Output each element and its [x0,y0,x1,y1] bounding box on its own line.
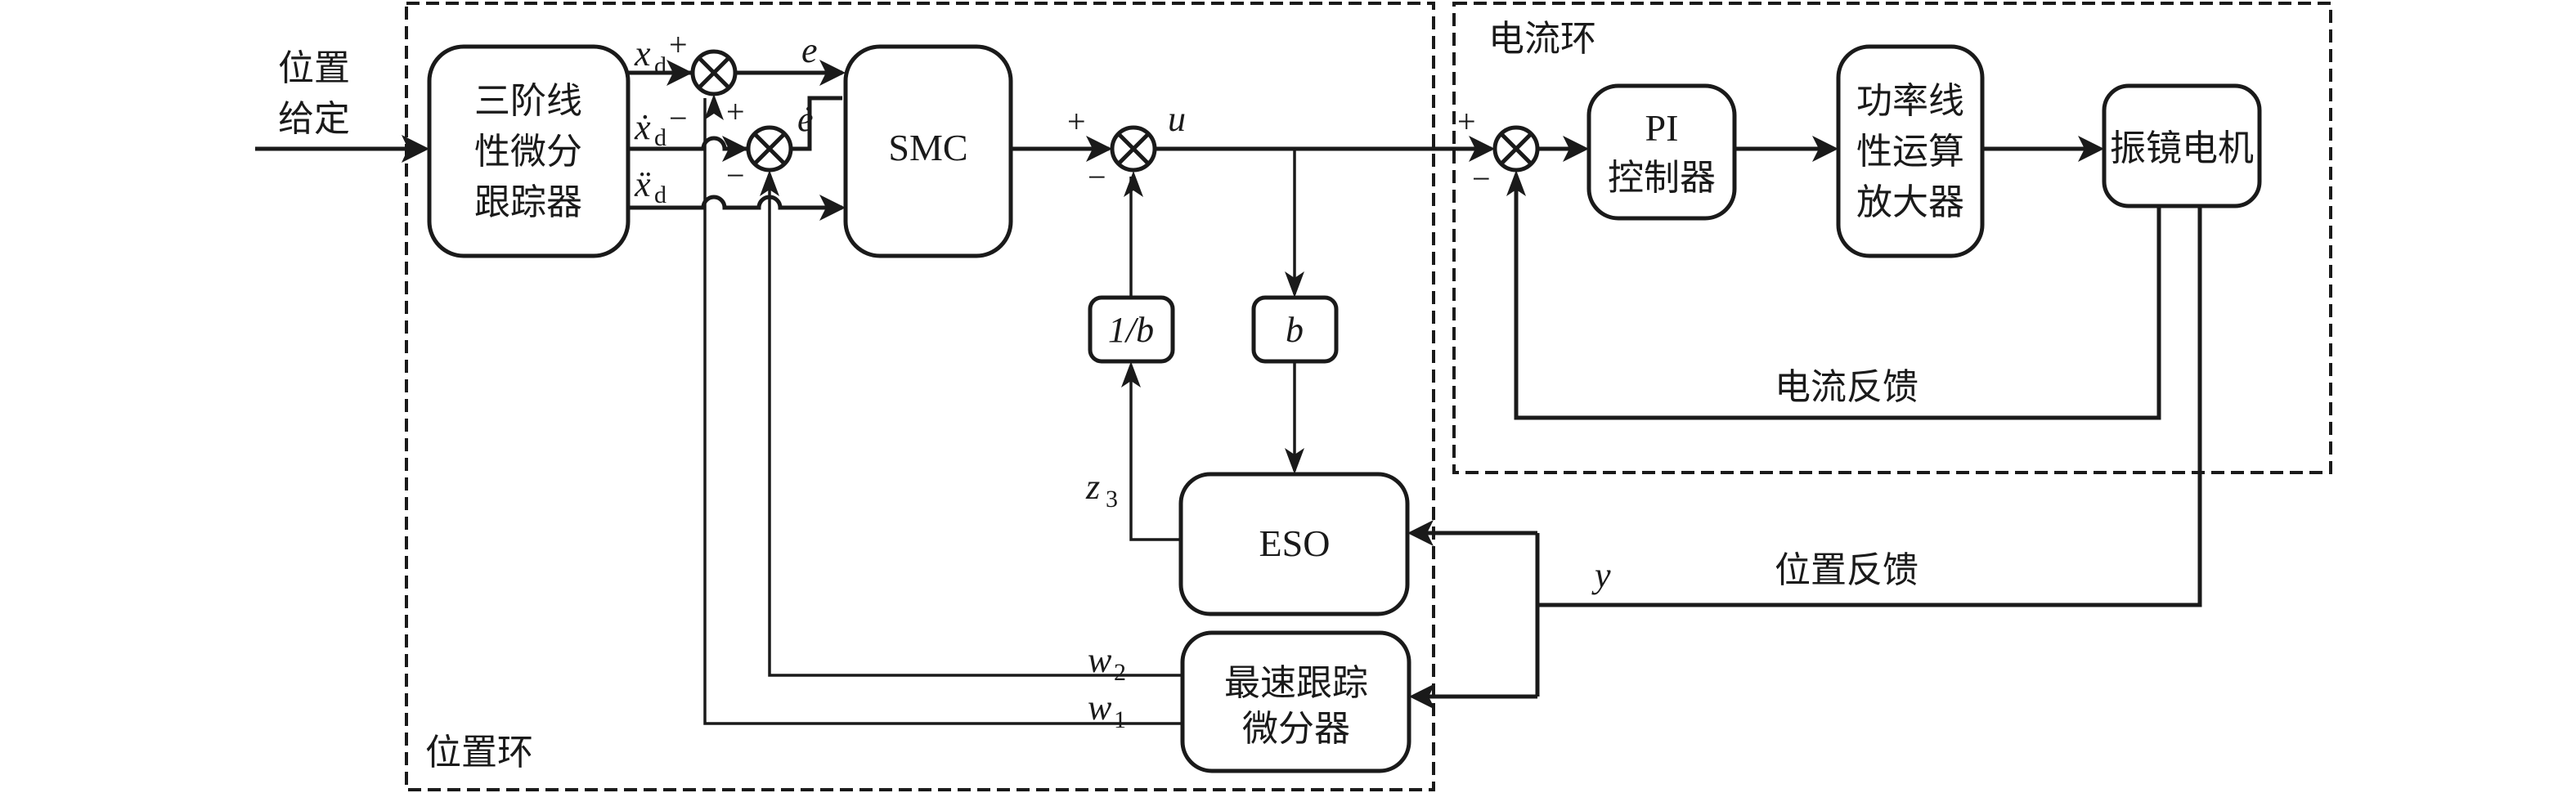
pi-label-1: PI [1645,107,1679,149]
pi-label-2: 控制器 [1608,157,1716,199]
j2-minus: − [726,157,745,194]
xd-ddot-label: ẍ [634,164,651,204]
motor-block[interactable] [2102,83,2262,208]
j1-minus: − [669,100,688,137]
e-label: e [801,30,818,70]
position-feedback-line [1537,206,2202,607]
w2-sub: 2 [1114,659,1126,686]
current-feedback-arrowhead [1506,170,1526,196]
input-arrowhead [402,135,429,163]
y-to-eso-arrowhead [1407,520,1434,546]
smc-block[interactable] [843,44,1013,258]
xd-dot-label: ẋ [634,107,651,147]
e-dot-route [791,96,842,151]
amp-block[interactable] [1836,44,1985,258]
xd-sub: d [654,52,666,79]
pi-block[interactable] [1586,83,1737,221]
w1-sub: 1 [1114,706,1126,733]
u-arrowhead [1469,136,1495,162]
w1-label: w [1088,688,1112,728]
xd-arrowhead [666,60,693,86]
amp-label-1: 功率线 [1856,80,1964,122]
current-loop-label: 电流环 [1488,18,1596,60]
j3-plus: + [1067,103,1086,140]
xd-ddot-line [628,195,842,210]
z3-line [1129,366,1181,541]
position-loop-frame [405,2,1435,791]
w1-feedback-line [703,98,1183,725]
j4-plus: + [1457,103,1476,140]
position-feedback-label: 位置反馈 [1775,549,1919,591]
xd-ddot-sub: d [654,181,666,208]
sum-junction-4 [1492,125,1540,172]
w2-label: w [1088,640,1112,680]
motor-label: 振镜电机 [2110,128,2254,169]
u-label: u [1168,99,1186,139]
td-block[interactable] [1180,630,1411,773]
z3-sub: 3 [1106,486,1118,513]
amp-label-3: 放大器 [1856,181,1964,223]
b-label: b [1286,310,1304,350]
td-label-1: 最速跟踪 [1224,662,1368,704]
current-feedback-label: 电流反馈 [1775,366,1919,408]
y-to-td-arrowhead [1409,683,1435,710]
smc-output-arrowhead [1086,136,1112,162]
smc-label: SMC [888,127,967,168]
current-loop-frame [1452,2,2332,474]
sum-junction-3 [1110,125,1157,172]
input-label-line1: 位置 [278,47,350,89]
tracker-label-2: 性微分 [474,131,582,172]
pi-output-arrowhead [1812,136,1838,162]
j4-minus: − [1472,160,1491,197]
position-loop-label: 位置环 [425,732,533,773]
current-feedback-line [1514,176,2161,420]
xd-dot-arrowhead [722,136,748,162]
w1-arrowhead [704,94,724,120]
input-label-line2: 给定 [278,98,350,140]
e-arrowhead [819,60,846,86]
w2-feedback-line [768,176,1183,677]
sum-junction-2 [746,125,793,172]
j1-plus: + [669,26,688,63]
z3-arrowhead [1121,361,1141,388]
sum-junction-1 [690,49,738,96]
w2-arrowhead [760,170,779,196]
xd-dot-sub: d [654,124,666,151]
j2-plus: + [726,93,745,130]
tracker-label-3: 跟踪器 [474,181,582,223]
eso-block[interactable] [1178,472,1410,616]
b-input-arrowhead [1285,271,1304,298]
j4-output-arrowhead [1563,136,1589,162]
b-output-arrowhead [1285,448,1304,474]
inv-b-arrowhead [1124,171,1143,197]
xd-ddot-arrowhead [819,195,846,221]
tracker-label-1: 三阶线 [474,80,582,122]
td-label-2: 微分器 [1242,708,1350,750]
eso-label: ESO [1259,522,1331,564]
j3-minus: − [1088,159,1106,195]
xd-label: x [634,34,651,74]
inv-b-label: 1/b [1108,310,1154,350]
amp-label-2: 性运算 [1856,131,1964,172]
y-label: y [1591,555,1611,595]
amp-output-arrowhead [2078,136,2104,162]
z3-label: z [1085,467,1100,507]
tracker-block[interactable] [427,44,631,258]
